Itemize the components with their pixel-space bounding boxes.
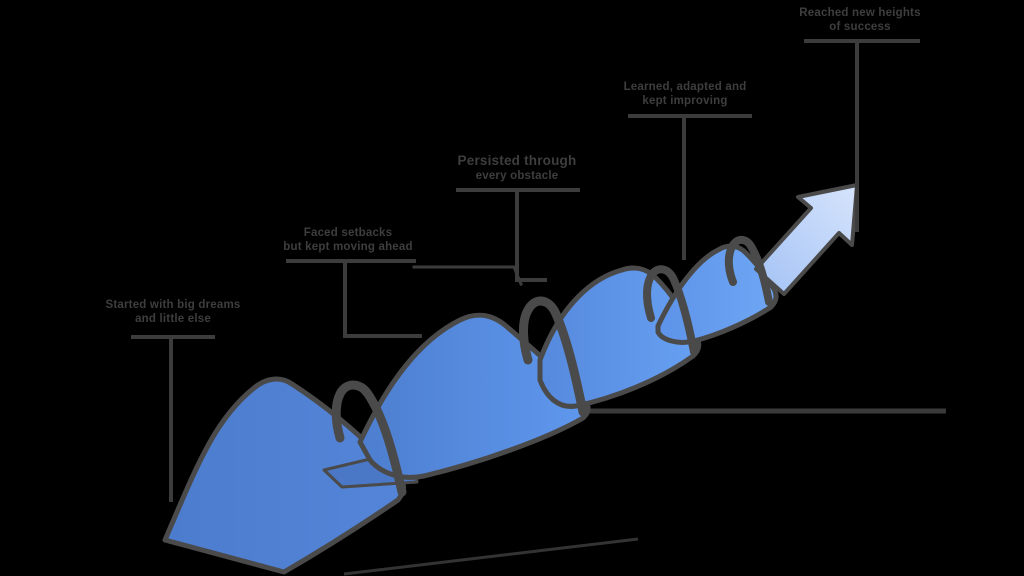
ribbon-fold-curl-3 — [643, 265, 698, 356]
milestone-label-4: Learned, adapted and kept improving — [578, 80, 792, 108]
milestone-label-3: Persisted through every obstacle — [410, 153, 624, 183]
connector-line-2b — [412, 265, 523, 286]
milestone-5-line2: of success — [829, 21, 891, 34]
ribbon-fold-curl-2 — [519, 296, 588, 417]
milestone-label-1: Started with big dreams and little else — [63, 298, 283, 326]
milestone-4-line1: Learned, adapted and — [623, 81, 747, 93]
milestone-2-line1: Faced setbacks — [303, 227, 393, 239]
connector-line-3 — [515, 188, 547, 282]
milestone-4-line2: kept improving — [642, 95, 728, 108]
milestone-3-line1: Persisted through — [457, 153, 577, 168]
growth-arrow-icon — [754, 183, 859, 296]
ribbon-hump-1 — [162, 376, 406, 575]
ribbon-fold-curl-1 — [331, 380, 407, 497]
ground-line-left — [343, 537, 639, 576]
milestone-1-line1: Started with big dreams — [105, 299, 241, 311]
milestone-label-5: Reached new heights of success — [755, 6, 965, 34]
milestone-5-line1: Reached new heights — [799, 7, 921, 19]
connector-line-2 — [343, 259, 422, 338]
milestone-2-line2: but kept moving ahead — [283, 241, 413, 254]
milestone-1-line2: and little else — [135, 313, 211, 326]
milestone-3-line2: every obstacle — [475, 170, 559, 183]
ribbon-fold-curl-4 — [724, 235, 773, 306]
milestone-label-2: Faced setbacks but kept moving ahead — [241, 226, 455, 254]
